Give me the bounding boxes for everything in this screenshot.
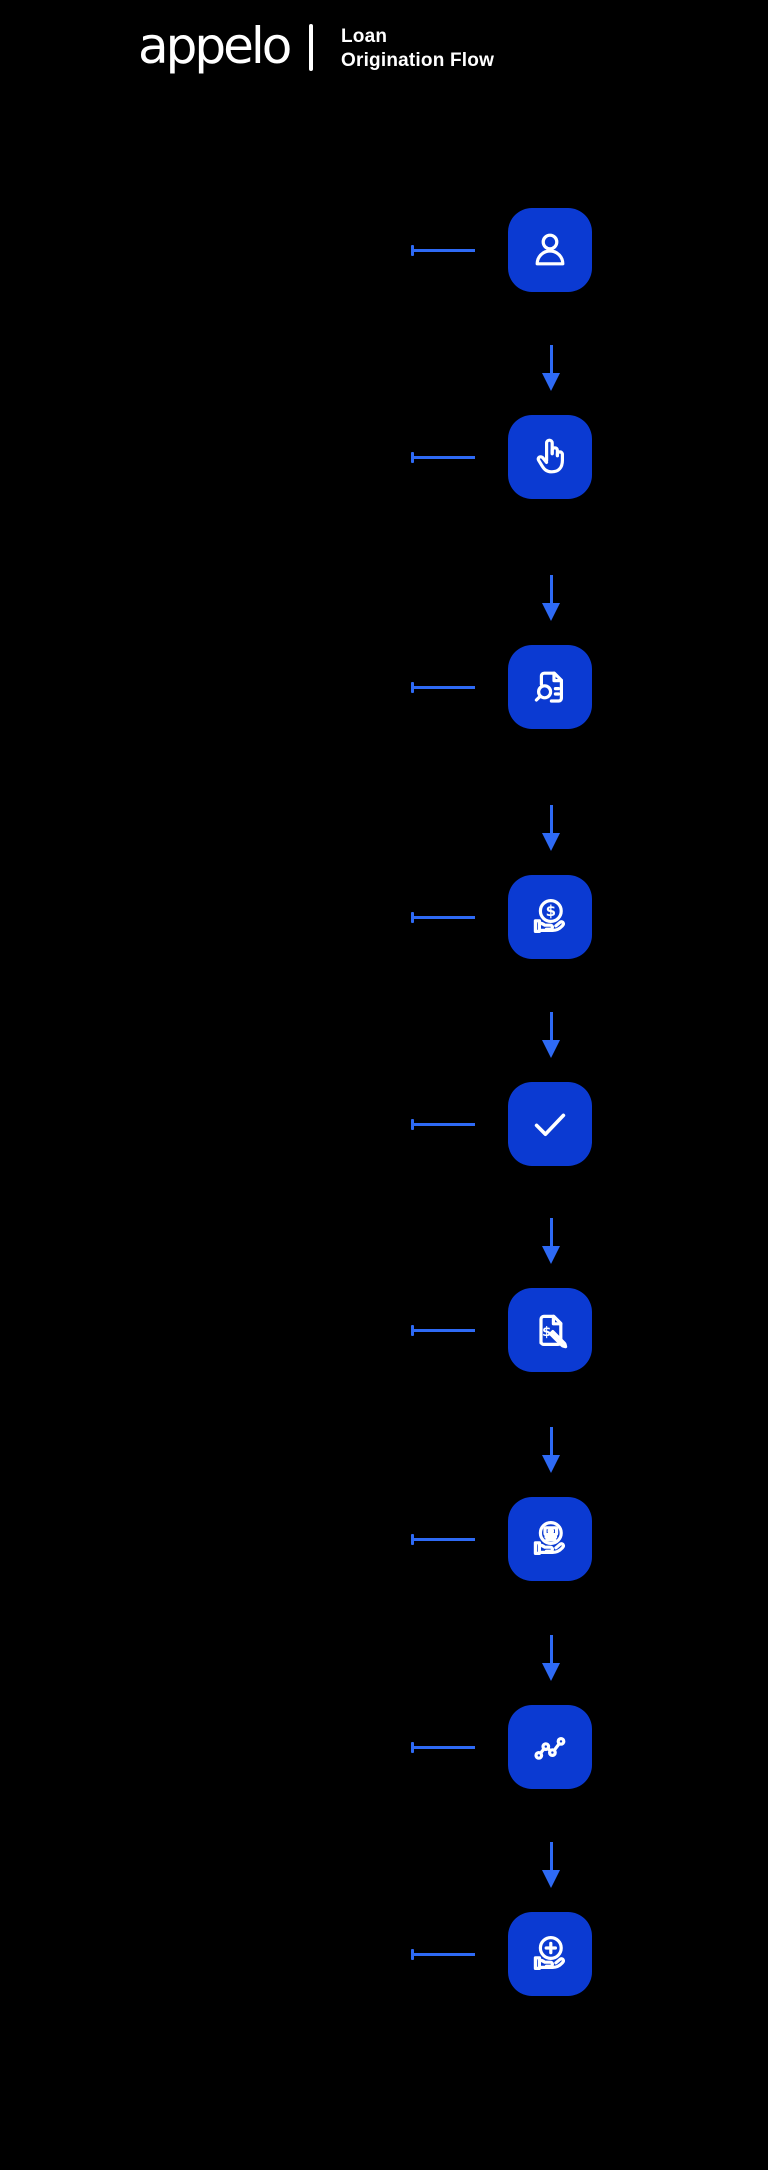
arrow-stem (549, 1842, 553, 1870)
flow-arrow-1 (542, 345, 560, 391)
checkmark-icon (534, 1113, 566, 1136)
flow-step-7 (411, 1497, 592, 1581)
leader-line (413, 1122, 475, 1126)
arrow-stem (549, 1427, 553, 1455)
arrow-stem (549, 1635, 553, 1663)
hand-cash-icon (533, 1521, 566, 1555)
leader-tick (411, 1948, 414, 1960)
leader-tick (411, 681, 414, 693)
step-7-tile (508, 1497, 592, 1581)
arrow-stem (549, 345, 553, 373)
leader-line (413, 1745, 475, 1749)
flow-arrow-2 (542, 575, 560, 621)
flow-step-4: $ (411, 875, 592, 959)
arrow-head (542, 1455, 560, 1473)
leader-tick (411, 1118, 414, 1130)
user-icon (535, 233, 565, 266)
flow-arrow-4 (542, 1012, 560, 1058)
leader-tick (411, 244, 414, 256)
leader-line (413, 1328, 475, 1332)
leader-line (413, 455, 475, 459)
leader-tick (411, 1533, 414, 1545)
step-6-tile: $ (508, 1288, 592, 1372)
svg-text:$: $ (542, 1325, 551, 1340)
page-title-line-1: Loan (341, 26, 388, 47)
flow-step-2 (411, 415, 592, 499)
step-4-tile: $ (508, 875, 592, 959)
flow-arrow-5 (542, 1218, 560, 1264)
appelo-logo: appelo (138, 17, 292, 75)
flow-step-1 (411, 208, 592, 292)
leader-line (413, 248, 475, 252)
leader-line (413, 1537, 475, 1541)
svg-text:$: $ (546, 902, 556, 920)
tap-icon (536, 438, 564, 474)
step-9-tile (508, 1912, 592, 1996)
flow-arrow-6 (542, 1427, 560, 1473)
step-1-tile (508, 208, 592, 292)
flow-step-9 (411, 1912, 592, 1996)
step-2-tile (508, 415, 592, 499)
leader-line (413, 1952, 475, 1956)
hand-plus-icon (533, 1936, 566, 1970)
flow-step-3 (411, 645, 592, 729)
step-3-tile (508, 645, 592, 729)
step-5-tile (508, 1082, 592, 1166)
arrow-head (542, 1246, 560, 1264)
hand-coin-dollar-icon: $ (533, 899, 566, 933)
flow-arrow-3 (542, 805, 560, 851)
flow-step-5 (411, 1082, 592, 1166)
arrow-head (542, 1870, 560, 1888)
flow-step-6: $ (411, 1288, 592, 1372)
arrow-head (542, 1663, 560, 1681)
document-search-icon (534, 671, 563, 703)
flow-arrow-8 (542, 1842, 560, 1888)
step-8-tile (508, 1705, 592, 1789)
arrow-stem (549, 805, 553, 833)
page-title-line-2: Origination Flow (341, 50, 495, 71)
arrow-stem (549, 1012, 553, 1040)
arrow-stem (549, 575, 553, 603)
arrow-stem (549, 1218, 553, 1246)
arrow-head (542, 833, 560, 851)
line-chart-icon (534, 1736, 566, 1760)
leader-line (413, 915, 475, 919)
document-sign-icon: $ (539, 1314, 568, 1349)
flow-arrow-7 (542, 1635, 560, 1681)
leader-tick (411, 1741, 414, 1753)
leader-tick (411, 911, 414, 923)
leader-tick (411, 1324, 414, 1336)
arrow-head (542, 603, 560, 621)
arrow-head (542, 373, 560, 391)
leader-tick (411, 451, 414, 463)
flow-step-8 (411, 1705, 592, 1789)
page-title: Loan Origination Flow (341, 25, 494, 73)
leader-line (413, 685, 475, 689)
arrow-head (542, 1040, 560, 1058)
header-divider (309, 24, 313, 71)
